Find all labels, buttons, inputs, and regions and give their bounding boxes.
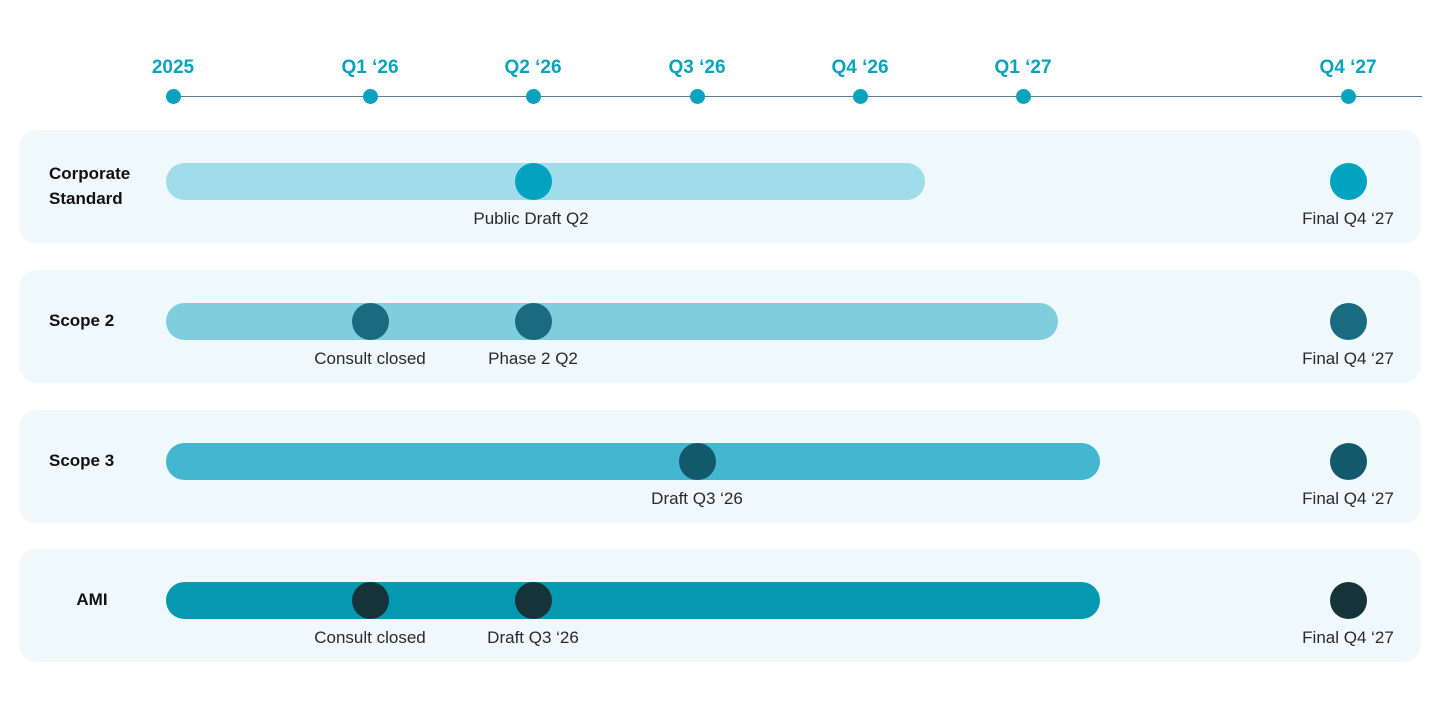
milestone-dot [514, 303, 552, 340]
final-label: Final Q4 ‘27 [1302, 489, 1394, 508]
tick-label-q2-26: Q2 ‘26 [504, 57, 562, 78]
row-label: Corporate Standard [49, 164, 131, 208]
timeline-bar [166, 582, 1100, 619]
final-label: Final Q4 ‘27 [1302, 349, 1394, 368]
row-ami: AMI Consult closed Draft Q3 ‘26 Final Q4… [19, 549, 1421, 662]
tick-dot-q3-26 [689, 89, 705, 104]
row-corporate-standard: Corporate Standard Public Draft Q2 Final… [19, 130, 1421, 243]
milestone-dot [514, 582, 552, 619]
milestone-dot [351, 582, 389, 619]
final-label: Final Q4 ‘27 [1302, 628, 1394, 647]
milestone-label: Draft Q3 ‘26 [651, 489, 743, 508]
tick-label-q3-26: Q3 ‘26 [668, 57, 726, 78]
row-label: Scope 2 [49, 311, 115, 330]
row-scope-2: Scope 2 Consult closed Phase 2 Q2 Final … [19, 270, 1421, 383]
milestone-dot [678, 443, 716, 480]
tick-dot-q1-26 [362, 89, 378, 104]
tick-label-q4-27: Q4 ‘27 [1319, 57, 1377, 78]
tick-dot-q4-27 [1340, 89, 1356, 104]
timeline-bar [166, 443, 1100, 480]
row-label: AMI [76, 590, 108, 609]
milestone-dot [514, 163, 552, 200]
tick-dot-q4-26 [852, 89, 868, 104]
final-dot [1329, 443, 1367, 480]
timeline-axis-line [172, 96, 1422, 97]
tick-dot-q2-26 [525, 89, 541, 104]
tick-label-q1-26: Q1 ‘26 [341, 57, 399, 78]
milestone-label: Public Draft Q2 [473, 209, 589, 228]
milestone-dot [351, 303, 389, 340]
final-dot [1329, 303, 1367, 340]
tick-dot-2025 [165, 89, 181, 104]
milestone-label: Consult closed [314, 628, 426, 647]
final-dot [1329, 582, 1367, 619]
timeline-bar [166, 303, 1058, 340]
tick-label-q4-26: Q4 ‘26 [831, 57, 889, 78]
tick-dot-q1-27 [1015, 89, 1031, 104]
final-dot [1329, 163, 1367, 200]
milestone-label: Draft Q3 ‘26 [487, 628, 579, 647]
tick-label-2025: 2025 [151, 57, 195, 78]
tick-label-q1-27: Q1 ‘27 [994, 57, 1052, 78]
row-scope-3: Scope 3 Draft Q3 ‘26 Final Q4 ‘27 [19, 410, 1421, 523]
milestone-label: Consult closed [314, 349, 426, 368]
row-label: Scope 3 [49, 451, 115, 470]
milestone-label: Phase 2 Q2 [488, 349, 578, 368]
final-label: Final Q4 ‘27 [1302, 209, 1394, 228]
